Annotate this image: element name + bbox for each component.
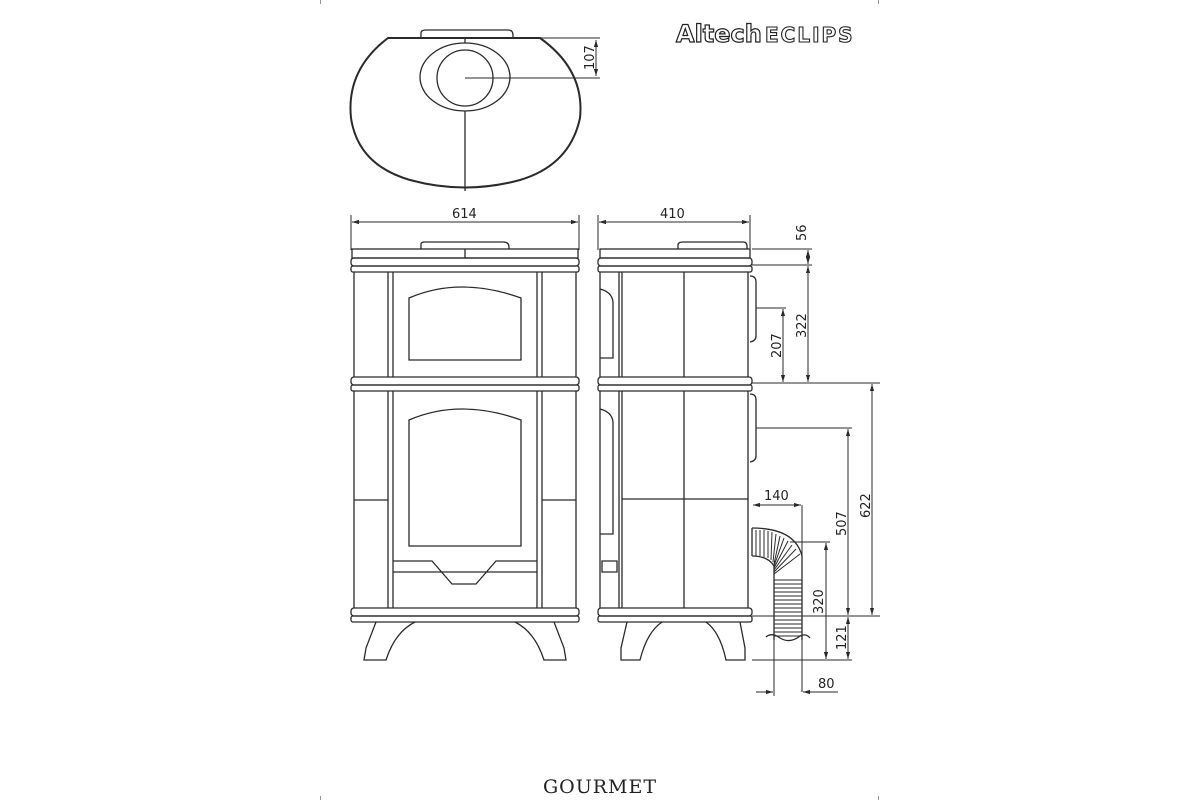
dim-pipe-diameter: 80 (818, 677, 835, 692)
dim-top-thickness: 56 (795, 224, 810, 241)
model-title: GOURMET (542, 776, 658, 798)
brand-name-part1: Altech (676, 20, 762, 48)
side-view: 410 (597, 207, 880, 696)
dim-upper-height: 322 (795, 313, 810, 338)
dim-flue-offset: 107 (583, 45, 598, 70)
dim-width: 614 (452, 207, 477, 222)
brand-logo: Altech ECLIPS (675, 19, 855, 48)
crop-mark-top-left (320, 0, 321, 4)
top-view: 107 (349, 29, 600, 191)
brand-name-part2: ECLIPS (765, 23, 855, 47)
dim-total-height: 622 (859, 493, 874, 518)
flue-pipe (751, 527, 811, 642)
dim-leg-height: 121 (835, 625, 850, 650)
crop-mark-bottom-left (320, 796, 321, 800)
crop-mark-bottom-right (878, 796, 879, 800)
dim-rear-upper-outlet: 207 (770, 333, 785, 358)
dim-pipe-center-height: 320 (812, 589, 827, 614)
crop-mark-top-right (878, 0, 879, 4)
dim-rear-lower-outlet: 507 (835, 511, 850, 536)
dim-depth: 410 (660, 207, 685, 222)
dim-pipe-depth: 140 (764, 489, 789, 504)
front-view: 614 (350, 207, 580, 661)
